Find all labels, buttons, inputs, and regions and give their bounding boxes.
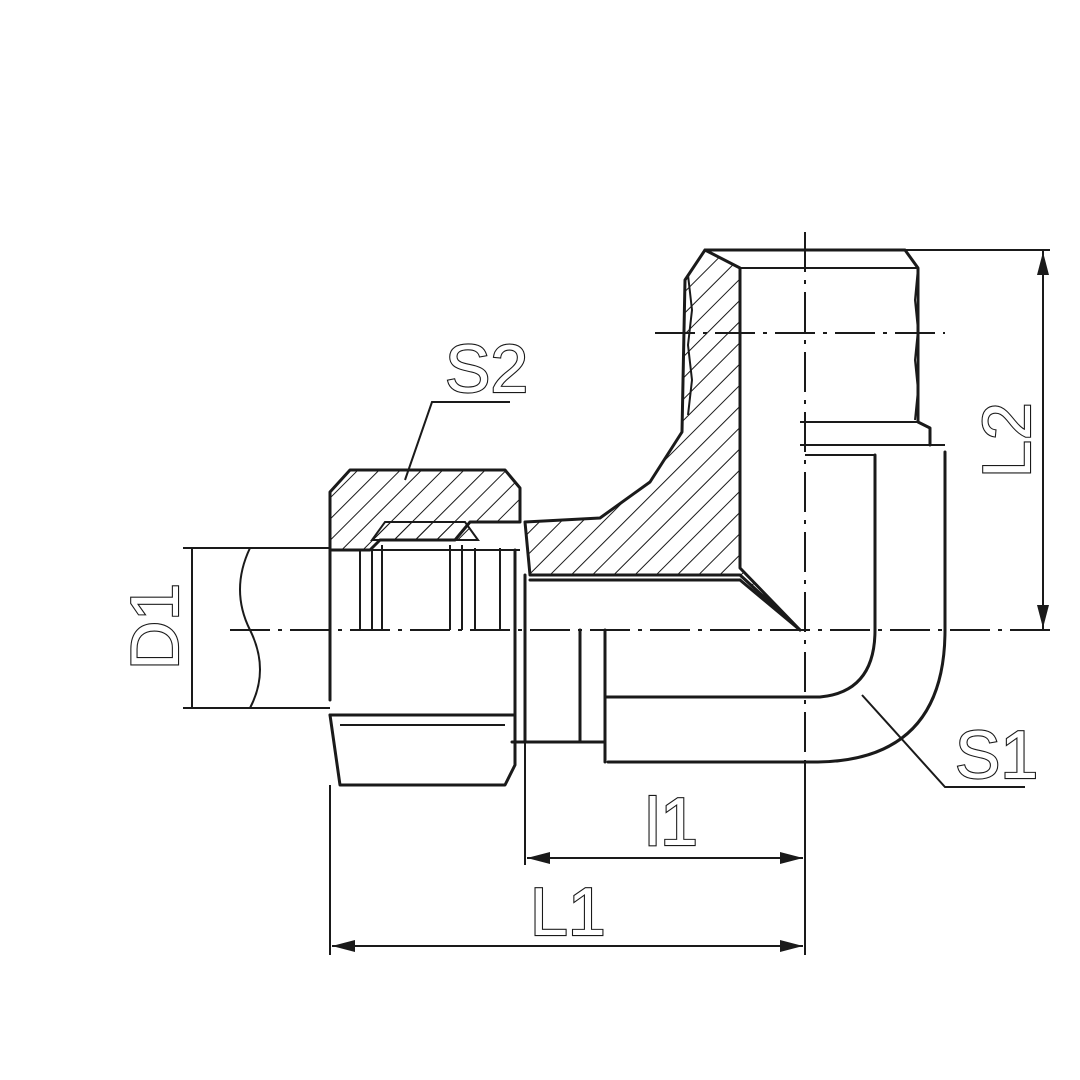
label-l1-small: l1 (645, 784, 698, 860)
center-lines (230, 232, 1050, 760)
dimension-l2 (905, 249, 1050, 630)
label-s1: S1 (955, 717, 1038, 793)
label-s2: S2 (445, 331, 528, 407)
elbow-body (510, 248, 947, 764)
label-l2: L2 (969, 402, 1045, 478)
swivel-nut (328, 545, 520, 787)
nut-section-hatch (328, 468, 522, 552)
body-section-hatch (523, 248, 802, 632)
s2-leader (404, 401, 510, 481)
s1-leader (861, 694, 1025, 788)
dimension-l1-small (524, 742, 806, 865)
label-d1: D1 (117, 583, 193, 670)
dimension-l1-big (329, 785, 806, 955)
label-l1-big: L1 (530, 874, 606, 950)
dimension-d1 (183, 547, 330, 709)
